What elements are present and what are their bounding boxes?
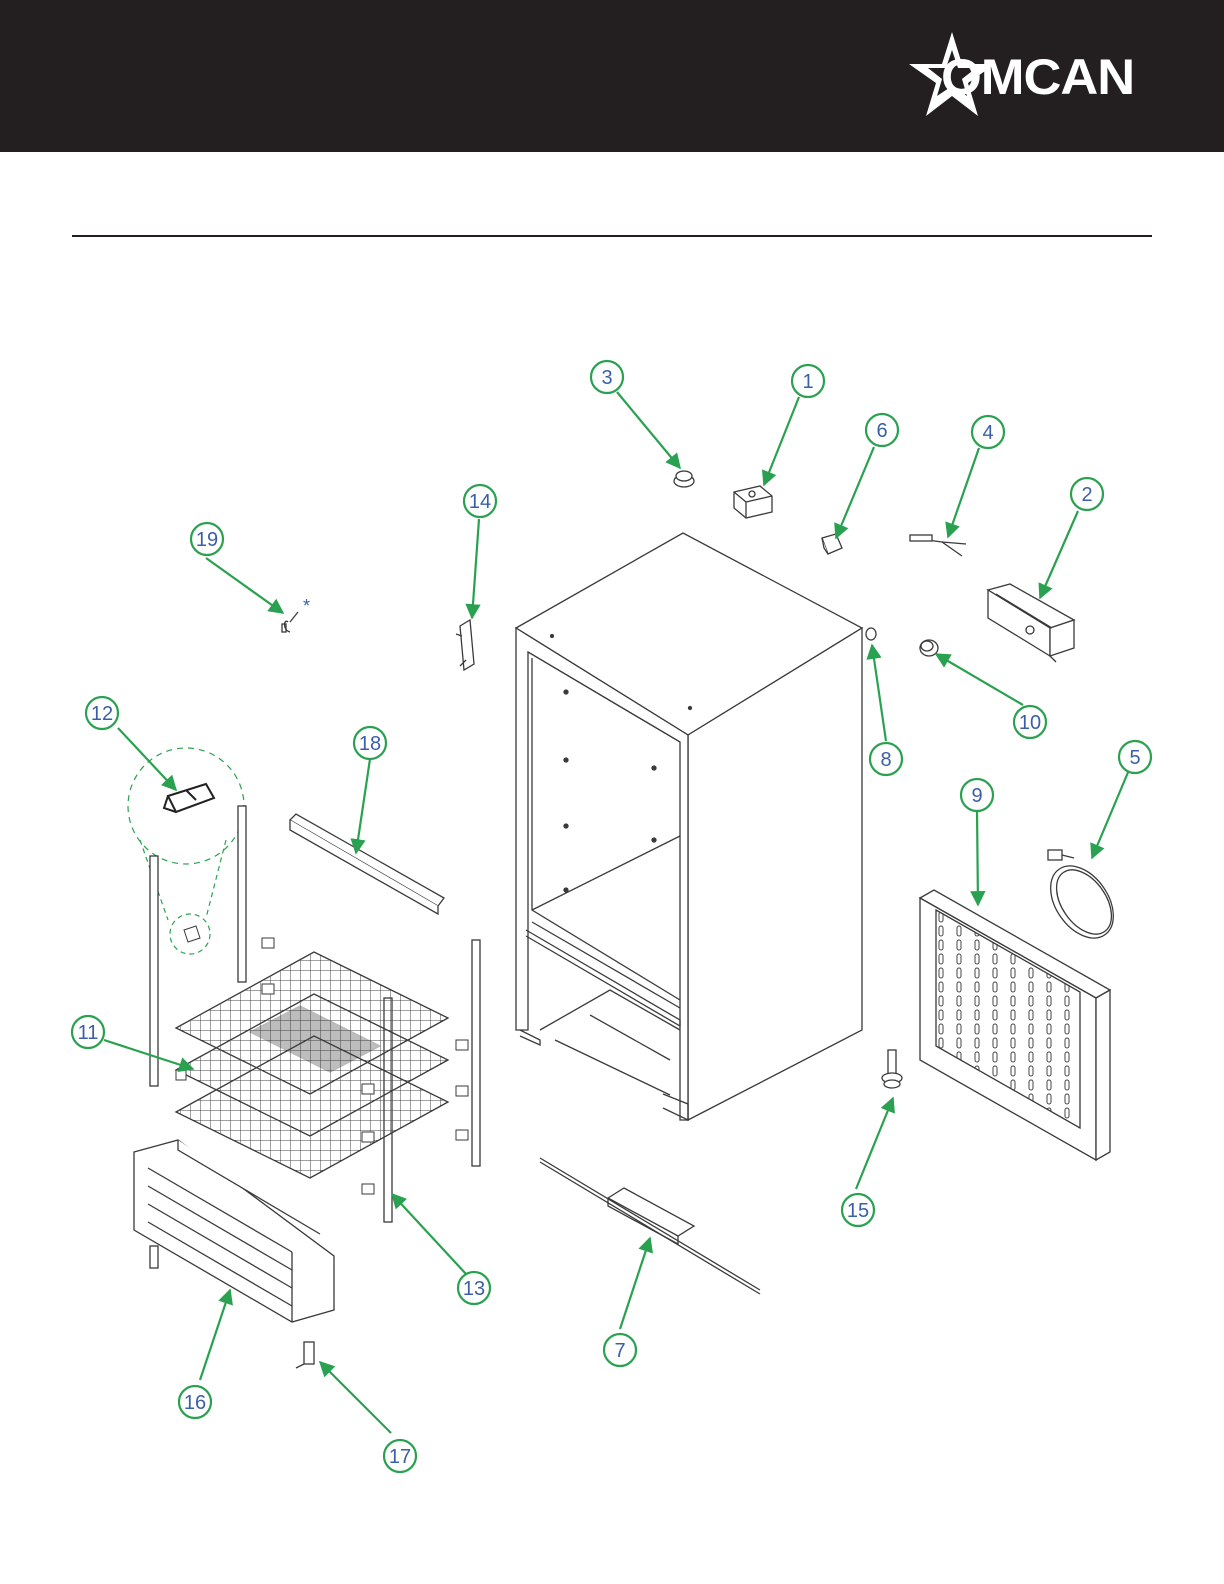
shelf-clip-detail (128, 748, 244, 954)
svg-text:4: 4 (982, 422, 993, 444)
callout-11: 11 (72, 1016, 104, 1048)
wire-shelves (176, 952, 448, 1178)
callout-8: 8 (870, 743, 902, 775)
svg-text:7: 7 (614, 1340, 625, 1362)
callout-5: 5 (1119, 741, 1151, 773)
svg-text:3: 3 (601, 367, 612, 389)
svg-text:13: 13 (463, 1278, 485, 1300)
callout-9: 9 (961, 779, 993, 811)
svg-text:8: 8 (880, 749, 891, 771)
callout-14: 14 (464, 485, 496, 517)
svg-text:1: 1 (802, 371, 813, 393)
callout-10: 10 (1014, 706, 1046, 738)
svg-text:6: 6 (876, 420, 887, 442)
svg-text:16: 16 (184, 1392, 206, 1414)
callout-19: 19 (191, 523, 223, 555)
callout-17: 17 (384, 1440, 416, 1472)
asterisk-mark: * (303, 596, 310, 616)
power-cord (1038, 850, 1126, 950)
callout-15: 15 (842, 1194, 874, 1226)
callouts: 3 1 6 4 2 14 19 10 12 18 8 5 9 11 15 13 … (72, 361, 1151, 1472)
gasket-strip (290, 814, 444, 914)
callout-2: 2 (1071, 478, 1103, 510)
leveling-leg (882, 1050, 902, 1088)
hinge-bracket (456, 620, 474, 670)
callout-16: 16 (179, 1386, 211, 1418)
control-box (988, 584, 1074, 662)
svg-text:19: 19 (196, 529, 218, 551)
door-gasket-part (282, 612, 298, 632)
condenser-panel (920, 890, 1110, 1160)
svg-text:9: 9 (971, 785, 982, 807)
svg-text:15: 15 (847, 1200, 869, 1222)
svg-text:2: 2 (1081, 484, 1092, 506)
svg-text:17: 17 (389, 1446, 411, 1468)
thermostat-knob (674, 471, 694, 487)
svg-text:10: 10 (1019, 712, 1041, 734)
leg-bracket (296, 1342, 314, 1368)
switch (822, 534, 842, 554)
callout-6: 6 (866, 414, 898, 446)
svg-text:11: 11 (78, 1022, 99, 1044)
svg-text:5: 5 (1129, 747, 1140, 769)
callout-1: 1 (792, 365, 824, 397)
callout-13: 13 (458, 1272, 490, 1304)
svg-text:12: 12 (91, 703, 113, 725)
probe (910, 535, 966, 556)
callout-4: 4 (972, 416, 1004, 448)
callout-18: 18 (354, 727, 386, 759)
callout-7: 7 (604, 1334, 636, 1366)
callout-3: 3 (591, 361, 623, 393)
cabinet-body (516, 533, 862, 1120)
thermostat (734, 486, 772, 518)
callout-12: 12 (86, 697, 118, 729)
defrost-heater (540, 1158, 760, 1294)
svg-text:14: 14 (469, 491, 491, 513)
pilot-light (920, 640, 938, 656)
svg-text:18: 18 (359, 733, 381, 755)
plug-button (866, 628, 876, 640)
